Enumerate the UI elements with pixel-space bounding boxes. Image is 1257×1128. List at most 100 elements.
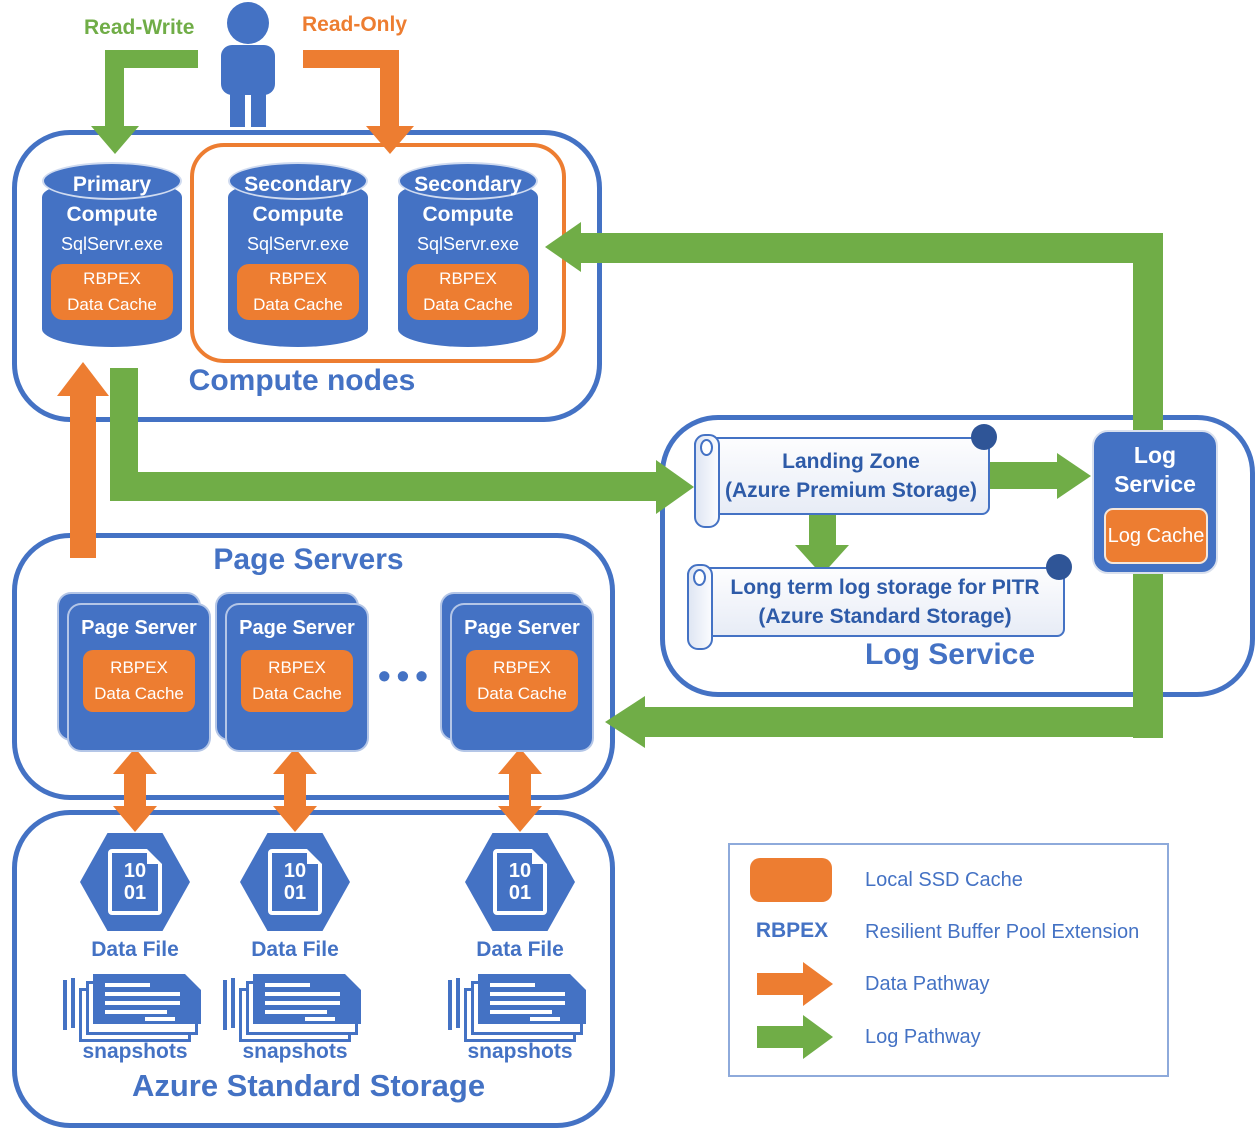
cache-line1: RBPEX	[268, 657, 326, 677]
scroll-curl-dot	[1046, 554, 1072, 580]
cylinder-lid	[228, 162, 368, 200]
cache-line1: RBPEX	[83, 268, 141, 288]
page-servers-container	[12, 533, 615, 800]
scroll-roll	[694, 434, 720, 528]
read-only-label: Read-Only	[302, 13, 408, 36]
snapshots-icon	[63, 972, 203, 1042]
log-pathway-arrowhead	[803, 1015, 833, 1059]
local-ssd-cache-label: Local SSD Cache	[865, 869, 1023, 891]
log-service-title: Log Service	[864, 638, 1036, 671]
page-server-card-3: Page Server RBPEX Data Cache	[450, 603, 594, 752]
read-only-arrowhead	[366, 126, 414, 154]
scroll-roll	[687, 564, 713, 650]
long-term-line2: (Azure Standard Storage)	[758, 605, 1012, 628]
doc-line1: 10	[508, 860, 532, 882]
read-write-arrow-shaft	[105, 50, 124, 128]
landing-zone-line2: (Azure Premium Storage)	[724, 479, 978, 502]
page-server-label: Page Server	[239, 617, 355, 639]
document-fold	[307, 849, 322, 864]
pageserver-storage-arrowhead-up	[498, 748, 542, 774]
landing-to-logbox-arrowhead	[1057, 453, 1091, 499]
pageserver-storage-arrowhead-down	[273, 806, 317, 832]
data-pathway-label: Data Pathway	[865, 973, 990, 995]
page-server-label: Page Server	[464, 617, 580, 639]
log-service-box: Log Service Log Cache	[1092, 430, 1218, 574]
snapshots-label: snapshots	[82, 1040, 188, 1063]
log-to-compute-arrow-vertical	[1133, 233, 1163, 433]
azure-standard-storage-title: Azure Standard Storage	[131, 1068, 486, 1103]
cache-line2: Data Cache	[423, 295, 513, 314]
log-pathway-arrow	[757, 1026, 805, 1048]
data-file-label: Data File	[251, 938, 339, 961]
log-to-compute-arrow-horizontal	[578, 233, 1163, 263]
read-only-arrow	[303, 50, 399, 68]
scroll-curl-dot	[971, 424, 997, 450]
page-servers-title: Page Servers	[213, 543, 404, 576]
log-to-compute-arrowhead	[545, 222, 581, 272]
rbpex-data-cache: RBPEX Data Cache	[83, 650, 195, 712]
cache-line2: Data Cache	[67, 295, 157, 314]
rbpex-data-cache: RBPEX Data Cache	[237, 264, 359, 320]
landing-zone-line1: Landing Zone	[782, 449, 920, 473]
pageservers-to-compute-arrow	[70, 394, 96, 558]
node-process: SqlServr.exe	[416, 234, 520, 254]
node-process: SqlServr.exe	[246, 234, 350, 254]
legend-box	[728, 843, 1169, 1077]
node-type: Compute	[66, 203, 158, 226]
compute-nodes-title: Compute nodes	[188, 364, 416, 397]
pageserver-storage-arrowhead-down	[113, 806, 157, 832]
rbpex-data-cache: RBPEX Data Cache	[407, 264, 529, 320]
cylinder-lid	[42, 162, 182, 200]
binary-document-icon: 10 01	[108, 849, 162, 915]
log-cache-box: Log Cache	[1104, 508, 1208, 564]
rbpex-data-cache: RBPEX Data Cache	[466, 650, 578, 712]
data-file-label: Data File	[476, 938, 564, 961]
node-process: SqlServr.exe	[60, 234, 164, 254]
cache-line1: RBPEX	[110, 657, 168, 677]
read-write-label: Read-Write	[84, 16, 195, 39]
node-type: Compute	[252, 203, 344, 226]
pageserver-storage-arrowhead-up	[113, 748, 157, 774]
rbpex-label: Resilient Buffer Pool Extension	[865, 921, 1140, 943]
read-only-arrow-shaft	[380, 50, 399, 128]
secondary-compute-cylinder-1: Secondary Compute SqlServr.exe RBPEX Dat…	[228, 162, 368, 347]
long-term-log-storage-scroll: Long term log storage for PITR (Azure St…	[687, 554, 1072, 650]
node-name: Primary	[72, 173, 152, 196]
log-service-box-line2: Service	[1114, 470, 1196, 497]
doc-line2: 01	[283, 882, 307, 904]
read-write-arrowhead	[91, 126, 139, 154]
pageserver-storage-arrow-shaft	[509, 772, 531, 808]
node-type: Compute	[422, 203, 514, 226]
cache-line2: Data Cache	[253, 295, 343, 314]
pageserver-storage-arrow-shaft	[284, 772, 306, 808]
pageservers-to-compute-arrowhead	[57, 362, 109, 396]
log-to-pageservers-arrow-horizontal	[643, 707, 1163, 737]
long-term-line1: Long term log storage for PITR	[730, 575, 1040, 599]
rbpex-data-cache: RBPEX Data Cache	[241, 650, 353, 712]
log-service-container	[660, 415, 1255, 697]
snapshots-icon	[448, 972, 588, 1042]
landing-zone-scroll: Landing Zone (Azure Premium Storage)	[694, 424, 997, 528]
data-pathway-arrowhead	[803, 962, 833, 1006]
log-pathway-label: Log Pathway	[865, 1026, 981, 1048]
cache-line1: RBPEX	[439, 268, 497, 288]
document-fold	[532, 849, 547, 864]
secondary-compute-cylinder-2: Secondary Compute SqlServr.exe RBPEX Dat…	[398, 162, 538, 347]
doc-line1: 10	[283, 860, 307, 882]
binary-document-icon: 10 01	[268, 849, 322, 915]
document-fold	[147, 849, 162, 864]
binary-document-icon: 10 01	[493, 849, 547, 915]
compute-to-landing-arrowhead	[656, 460, 694, 514]
rbpex-data-cache: RBPEX Data Cache	[51, 264, 173, 320]
landing-to-logbox-arrow	[985, 462, 1059, 489]
snapshots-label: snapshots	[242, 1040, 348, 1063]
log-to-pageservers-arrowhead	[605, 696, 645, 748]
compute-nodes-container	[12, 130, 602, 422]
local-ssd-cache-swatch	[750, 858, 832, 902]
snapshots-icon	[223, 972, 363, 1042]
doc-line2: 01	[123, 882, 147, 904]
cylinder-lid	[398, 162, 538, 200]
page-server-card-2: Page Server RBPEX Data Cache	[225, 603, 369, 752]
node-name: Secondary	[414, 173, 522, 196]
page-servers-ellipsis: •••	[378, 655, 434, 696]
